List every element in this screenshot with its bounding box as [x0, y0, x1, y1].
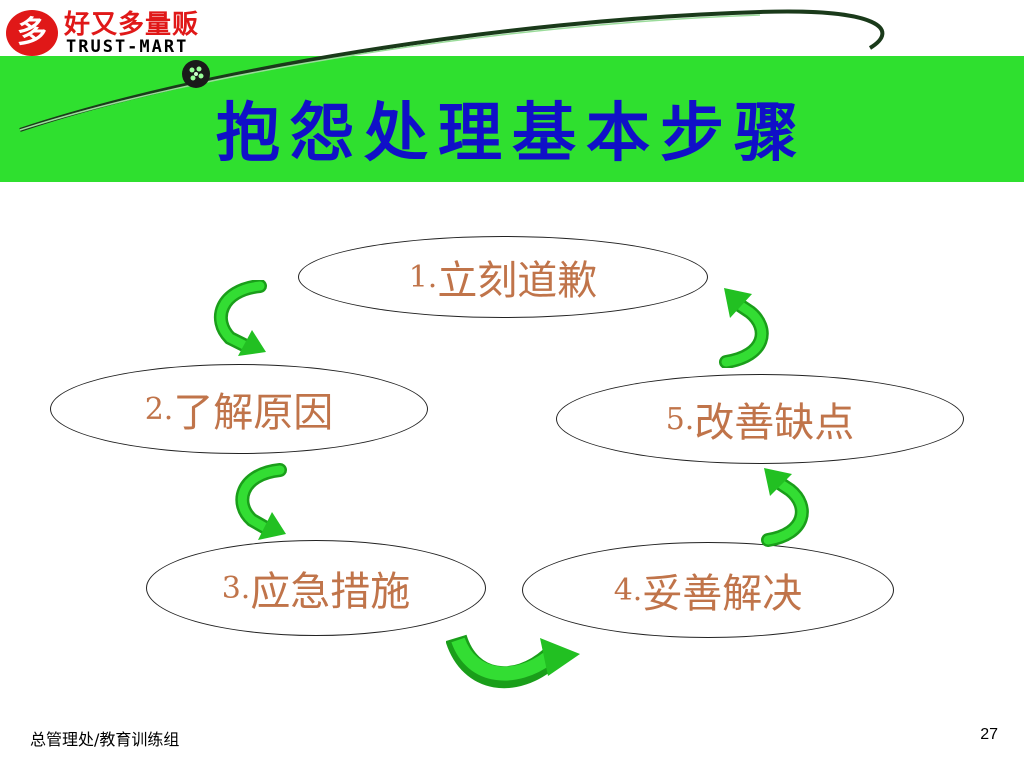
- step-number: 3.: [221, 570, 251, 606]
- step-number: 4.: [613, 572, 643, 608]
- curved-arrow-icon: [446, 634, 580, 689]
- logo-english-name: TRUST-MART: [66, 37, 189, 57]
- step-number: 1.: [408, 259, 438, 295]
- step-label: 改善缺点: [694, 400, 855, 446]
- footer-department: 总管理处/教育训练组: [30, 730, 180, 749]
- logo-mark: 多: [6, 10, 58, 56]
- step-2-understand-cause: 2.了解原因: [50, 364, 428, 454]
- step-number: 2.: [144, 391, 174, 427]
- page-title: 抱怨处理基本步骤: [216, 96, 808, 171]
- step-4-resolve: 4.妥善解决: [522, 542, 894, 638]
- step-1-apologize: 1.立刻道歉: [298, 236, 708, 318]
- curved-arrow-icon: [213, 280, 267, 356]
- step-5-improve: 5.改善缺点: [556, 374, 964, 464]
- title-banner: [0, 56, 1024, 182]
- step-label: 妥善解决: [642, 571, 803, 617]
- step-number: 5.: [665, 401, 695, 437]
- page-number: 27: [980, 726, 998, 743]
- step-3-emergency-measures: 3.应急措施: [146, 540, 486, 636]
- logo-chinese-name: 好又多量贩: [64, 10, 200, 40]
- step-label: 了解原因: [173, 390, 334, 436]
- step-label: 立刻道歉: [437, 258, 598, 304]
- step-label: 应急措施: [250, 569, 411, 615]
- curved-arrow-icon: [719, 288, 769, 368]
- decorative-swoosh: [19, 9, 885, 132]
- curved-arrow-icon: [761, 468, 809, 547]
- curved-arrow-icon: [235, 463, 287, 540]
- trust-mart-logo: 多 好又多量贩 TRUST-MART: [6, 4, 216, 60]
